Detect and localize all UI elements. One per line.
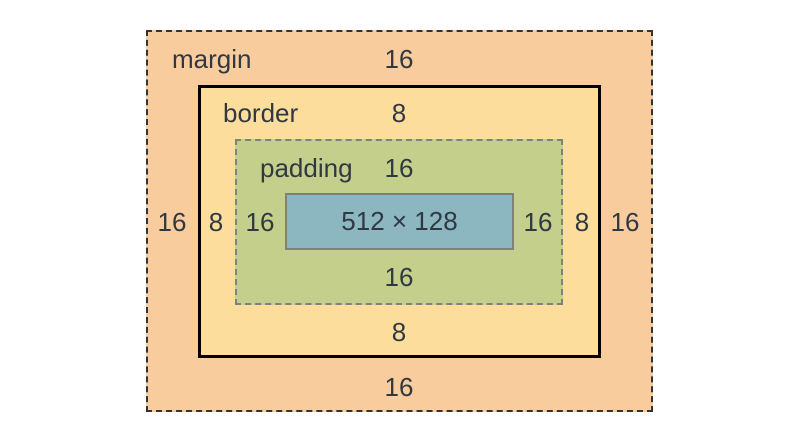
border-right-value: 8: [574, 207, 590, 237]
padding-right-value: 16: [523, 207, 553, 237]
margin-top-value: 16: [384, 44, 414, 74]
margin-left-value: 16: [157, 207, 187, 237]
margin-bottom-value: 16: [384, 372, 414, 402]
margin-right-value: 16: [610, 207, 640, 237]
padding-bottom-value: 16: [384, 262, 414, 292]
padding-label: padding: [260, 153, 353, 183]
border-left-value: 8: [208, 207, 224, 237]
margin-label: margin: [172, 44, 252, 74]
padding-top-value: 16: [384, 153, 414, 183]
border-label: border: [223, 98, 299, 128]
border-bottom-value: 8: [391, 317, 407, 347]
content-box[interactable]: 512 × 128: [285, 193, 514, 250]
content-size: 512 × 128: [341, 206, 458, 236]
padding-left-value: 16: [245, 207, 275, 237]
border-top-value: 8: [391, 98, 407, 128]
